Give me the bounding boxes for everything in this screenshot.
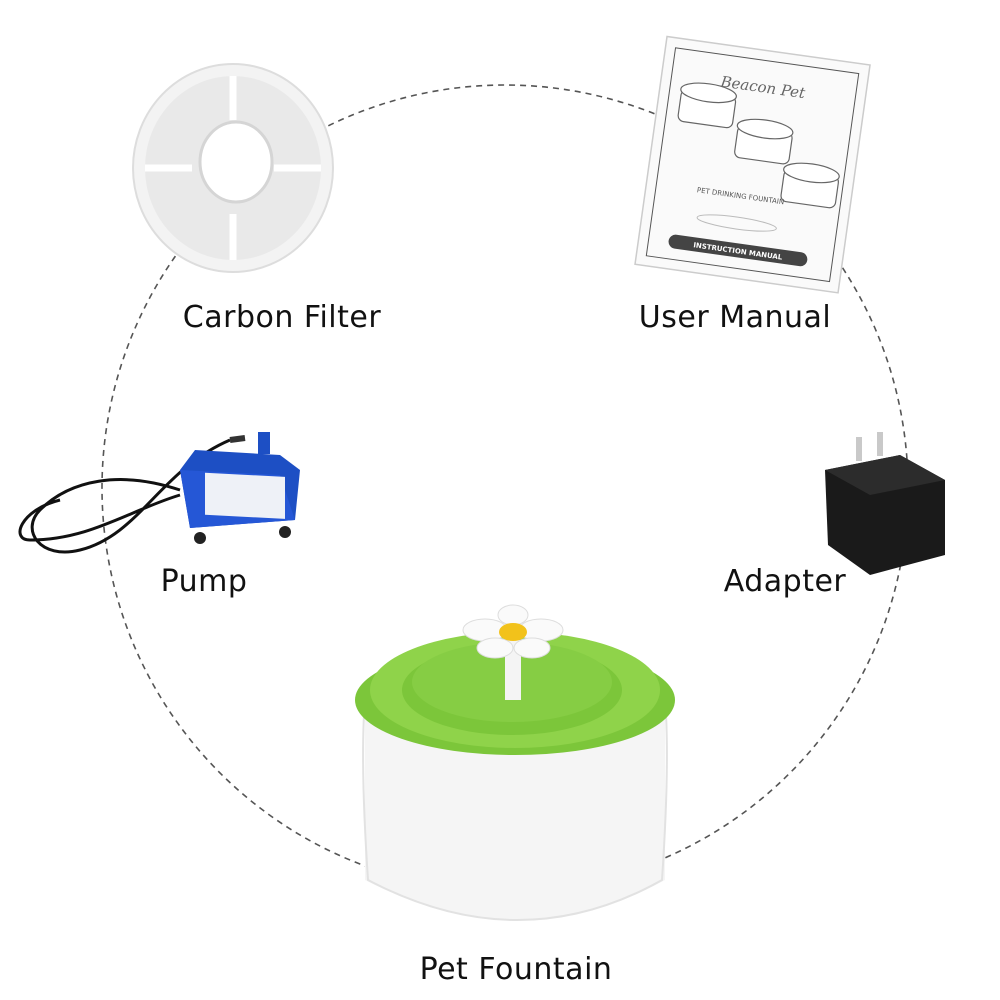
adapter-image [825,432,945,575]
pet-fountain-image [355,604,675,921]
label-adapter: Adapter [723,564,847,599]
label-carbon-filter: Carbon Filter [182,300,382,335]
pump-image [18,432,300,554]
carbon-filter-image [132,63,334,273]
label-pump: Pump [160,564,248,599]
label-pet-fountain: Pet Fountain [419,952,613,987]
label-user-manual: User Manual [638,300,832,335]
user-manual-image: Beacon Pet PET DRINKING FOUNTAIN INSTRUC… [634,35,871,294]
